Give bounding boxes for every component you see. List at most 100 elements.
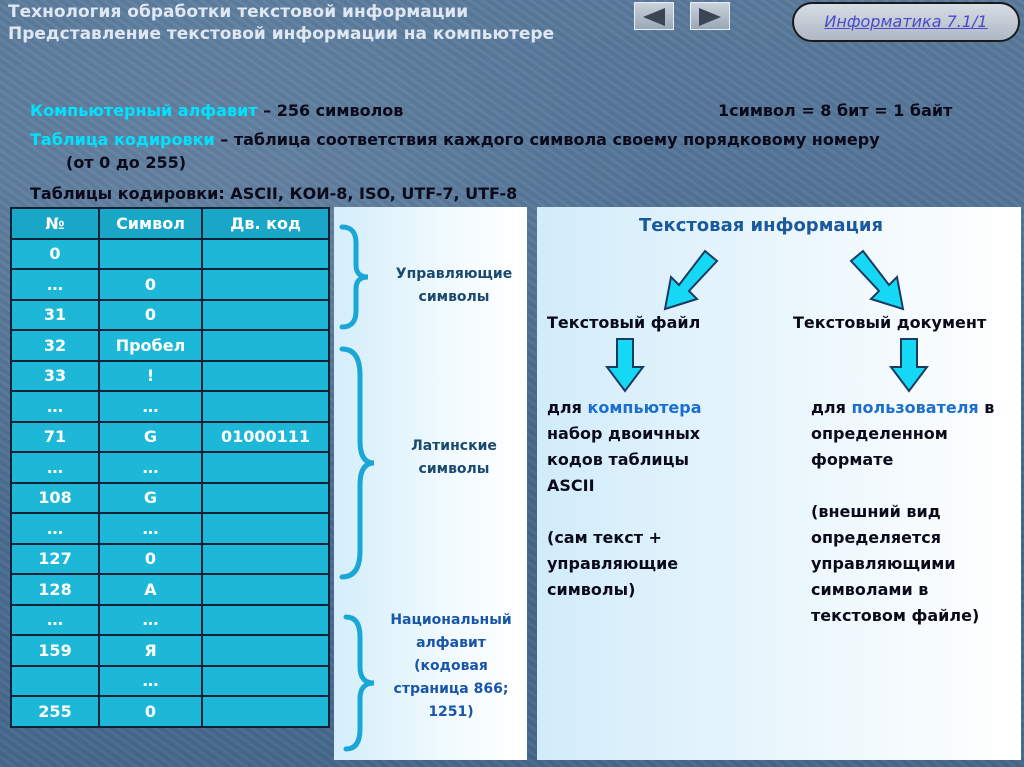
text-file-heading: Текстовый файл: [547, 313, 701, 332]
table-cell: 108: [10, 481, 100, 514]
table-row: …: [10, 664, 330, 697]
latin-label-line1: Латинские: [411, 438, 497, 454]
text-document-heading: Текстовый документ: [793, 313, 987, 332]
table-cell: 01000111: [201, 420, 330, 453]
table-cell: …: [98, 664, 203, 697]
text-info-title: Текстовая информация: [639, 215, 884, 236]
text-info-panel: Текстовая информация Текстовый файл Текс…: [537, 207, 1021, 760]
table-cell: [201, 268, 330, 301]
table-cell: …: [98, 451, 203, 484]
text-document-description: для пользователя в определенном формате …: [811, 395, 1021, 629]
table-cell: …: [98, 390, 203, 423]
doc-for-user: пользователя: [851, 398, 979, 417]
range-note: (от 0 до 255): [66, 153, 187, 172]
table-cell: [201, 359, 330, 392]
file-desc-line5: (сам текст +: [547, 528, 662, 547]
table-cell: !: [98, 359, 203, 392]
table-cell: 31: [10, 298, 100, 331]
alphabet-term: Компьютерный алфавит: [30, 101, 258, 120]
table-cell: 33: [10, 359, 100, 392]
table-cell: 32: [10, 329, 100, 362]
file-desc-line6: управляющие: [547, 554, 679, 573]
table-cell: 0: [98, 298, 203, 331]
file-desc-line3: кодов таблицы: [547, 450, 689, 469]
table-cell: [201, 512, 330, 545]
table-row: ……: [10, 512, 330, 545]
arrow-down-document-icon: [889, 338, 929, 393]
encoding-table-line: Таблица кодировки – таблица соответствия…: [30, 130, 880, 149]
course-badge-link[interactable]: Информатика 7.1/1: [792, 2, 1020, 42]
control-label-line2: символы: [418, 289, 490, 305]
table-cell: 0: [98, 268, 203, 301]
table-cell: …: [98, 603, 203, 636]
encoding-table-term: Таблица кодировки: [30, 130, 215, 149]
table-row: ……: [10, 390, 330, 423]
table-cell: [10, 664, 100, 697]
national-label-line3: (кодовая: [414, 658, 488, 674]
table-cell: G: [98, 481, 203, 514]
file-desc-line4: ASCII: [547, 476, 595, 495]
text-file-description: для компьютера набор двоичных кодов табл…: [547, 395, 747, 603]
arrow-to-document-icon: [849, 249, 905, 311]
doc-desc-line4: (внешний вид: [811, 502, 941, 521]
doc-for-text: для: [811, 398, 852, 417]
control-label-line1: Управляющие: [395, 266, 513, 282]
triangle-right-icon: [699, 8, 721, 26]
table-row: 0: [10, 237, 330, 270]
table-header-cell: Символ: [98, 207, 203, 240]
arrow-down-file-icon: [605, 338, 645, 393]
table-row: …0: [10, 268, 330, 301]
table-cell: [201, 481, 330, 514]
national-group-label: Национальный алфавит (кодовая страница 8…: [378, 609, 524, 724]
table-row: ……: [10, 451, 330, 484]
table-cell: [201, 603, 330, 636]
table-cell: [201, 634, 330, 667]
table-cell: …: [10, 268, 100, 301]
table-cell: [201, 695, 330, 728]
doc-desc-line6: управляющими: [811, 554, 956, 573]
national-label-line1: Национальный: [390, 612, 512, 628]
table-cell: G: [98, 420, 203, 453]
table-cell: [201, 237, 330, 270]
table-cell: А: [98, 573, 203, 606]
table-cell: …: [10, 512, 100, 545]
table-header-cell: Дв. код: [201, 207, 330, 240]
table-cell: [201, 451, 330, 484]
table-cell: 159: [10, 634, 100, 667]
file-desc-line7: символы): [547, 580, 636, 599]
table-cell: [201, 298, 330, 331]
table-header-cell: №: [10, 207, 100, 240]
file-desc-line2: набор двоичных: [547, 424, 701, 443]
file-for-text: для: [547, 398, 588, 417]
next-slide-button[interactable]: [690, 2, 730, 30]
table-cell: …: [98, 512, 203, 545]
control-brace-icon: [339, 224, 369, 330]
groups-panel: Управляющие символы Латинские символы На…: [334, 207, 527, 760]
prev-slide-button[interactable]: [634, 2, 674, 30]
doc-desc-line7: символами в: [811, 580, 929, 599]
control-group-label: Управляющие символы: [384, 263, 524, 309]
slide-subtitle: Представление текстовой информации на ко…: [8, 24, 555, 44]
national-label-line4: страница 866;: [393, 681, 509, 697]
byte-equation: 1символ = 8 бит = 1 байт: [718, 101, 953, 120]
table-cell: …: [10, 451, 100, 484]
file-for-computer: компьютера: [587, 398, 702, 417]
table-cell: 0: [98, 695, 203, 728]
encoding-table-def: – таблица соответствия каждого символа с…: [214, 130, 880, 149]
table-cell: Пробел: [98, 329, 203, 362]
national-brace-icon: [343, 614, 375, 752]
file-desc-line1: для компьютера: [547, 395, 747, 421]
table-row: ……: [10, 603, 330, 636]
table-cell: 71: [10, 420, 100, 453]
file-desc-spacer: [547, 499, 747, 525]
